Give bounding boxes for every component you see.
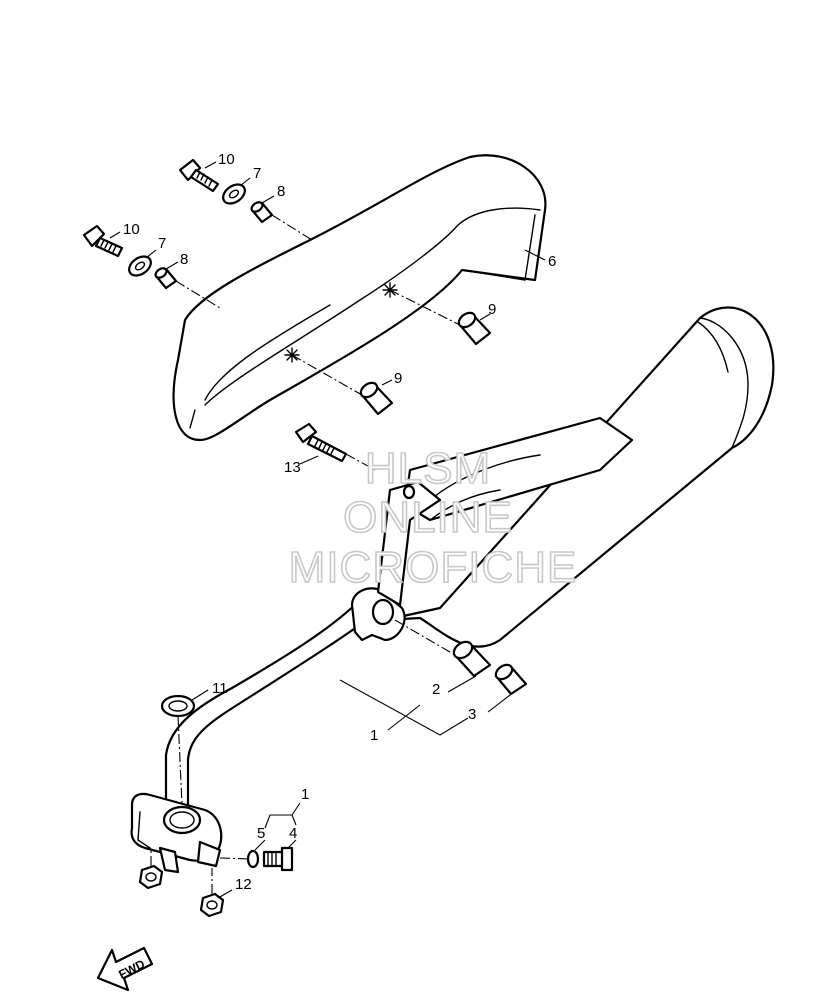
collar-8-upper[interactable] [250,200,274,224]
gasket-11[interactable] [160,694,196,718]
nut-12[interactable] [199,892,225,918]
assembly-lines [150,214,461,894]
callout-10-lower: 10 [123,221,140,238]
watermark-line-1: HLSM [365,444,491,493]
callout-7-upper: 7 [253,165,261,182]
callout-6: 6 [548,253,556,270]
callout-5: 5 [257,825,265,842]
callout-2: 2 [432,681,440,698]
callout-9-lower: 9 [394,370,402,387]
callout-1-lower: 1 [301,786,309,803]
callout-12: 12 [235,876,252,893]
callout-3: 3 [468,706,476,723]
callout-11: 11 [212,680,228,697]
bolt-10-lower[interactable] [82,224,124,258]
damper-2[interactable] [451,639,492,678]
nut-left[interactable] [138,864,164,890]
callout-8-lower: 8 [180,251,188,268]
muffler-body[interactable] [383,306,775,648]
damper-9-upper[interactable] [456,310,492,346]
callout-10-upper: 10 [218,151,235,168]
collar-8-lower[interactable] [154,266,178,290]
exhaust-pipe[interactable] [130,480,442,874]
callout-9-upper: 9 [488,301,496,318]
callout-labels: 10 7 8 10 7 8 6 9 9 13 11 2 3 1 1 5 4 12 [123,151,556,893]
washer-7-lower[interactable] [126,253,155,280]
hole-markers [284,282,398,363]
collar-3[interactable] [493,662,528,696]
washer-7-upper[interactable] [220,181,249,208]
watermark-line-2: ONLINE [343,493,513,542]
callout-7-lower: 7 [158,235,166,252]
watermark-line-3: MICROFICHE [289,543,578,592]
callout-8-upper: 8 [277,183,285,200]
leader-lines [109,161,546,899]
heat-protector[interactable] [172,154,547,442]
bolt-4[interactable] [262,846,294,872]
fwd-arrow-icon: FWD [96,946,154,992]
callout-13: 13 [284,459,301,476]
washer-5[interactable] [246,849,260,869]
callout-1-upper: 1 [370,727,378,744]
bolt-10-upper[interactable] [178,158,220,193]
damper-9-lower[interactable] [358,380,394,416]
bolt-13[interactable] [294,422,348,463]
watermark: HLSM ONLINE MICROFICHE [288,443,578,593]
callout-4: 4 [289,825,297,842]
